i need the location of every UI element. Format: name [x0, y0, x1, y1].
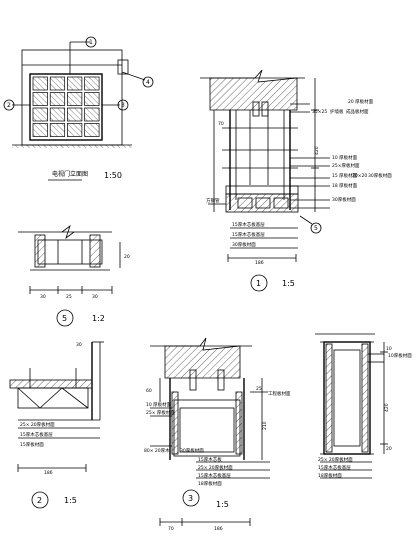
d4-note-0: 10厚板材面 — [388, 352, 412, 359]
door-panel-cell — [67, 107, 83, 122]
d2-number: 2 — [37, 496, 42, 505]
d1-scale: 1:5 — [282, 279, 295, 288]
door-panel-cell — [49, 76, 66, 91]
d5-number: 5 — [62, 314, 67, 323]
elevation-view: 1 4 2 3 电视门立面图 1:50 — [3, 36, 154, 181]
d2-scale: 1:5 — [64, 496, 77, 505]
door-panel-cell — [84, 76, 100, 91]
door-panel-cell — [49, 92, 66, 106]
d1-number: 1 — [256, 279, 261, 288]
door-panel-cell — [84, 92, 100, 106]
d1-note-5: 25×厚板材面 — [332, 162, 360, 169]
d4-dim-10: 10 — [386, 346, 392, 352]
d4-dim-420: 420 — [384, 403, 390, 412]
d1-title-circle — [250, 274, 268, 292]
d1-callout-5 — [310, 222, 322, 234]
d5-title-circle — [56, 309, 74, 327]
d5-dim-20: 20 — [124, 254, 130, 260]
detail-4-section: 10 420 20 10厚板材面 25× 20厚板材面 15厚木芯板基层 18厚… — [315, 333, 412, 479]
d1-note-0: 20 厚板材面 — [348, 98, 374, 105]
d3-note-r3: 15厚木芯板基层 — [198, 472, 231, 479]
callout-2-label: 2 — [7, 102, 11, 109]
callout-3-label: 3 — [121, 102, 125, 109]
d1-note-9: 18 厚板材面 — [332, 182, 358, 189]
d3-dim-70: 70 — [168, 526, 174, 532]
d4-note-3: 18厚板材面 — [318, 472, 342, 479]
callout-4-label: 4 — [146, 79, 150, 86]
d3-number: 3 — [188, 494, 193, 503]
door-panel-cell — [67, 92, 83, 106]
d3-note-l3: 30厚板材面 — [180, 447, 204, 454]
door-panel-cell — [32, 123, 48, 137]
d3-note-r0: 工程板材面 — [268, 390, 291, 397]
d3-scale: 1:5 — [216, 500, 229, 509]
door-panel-cell — [67, 76, 83, 91]
d4-note-2: 15厚木芯板基层 — [318, 464, 351, 471]
d1-note-8: 30厚板材面 — [368, 172, 392, 179]
d2-note-2: 15厚板材面 — [20, 441, 44, 448]
d1-left-notes: 方钢管 15厚木芯板基层 15厚木芯板基层 30厚板材面 — [206, 197, 298, 249]
door-panel-cell — [84, 123, 100, 137]
callout-2-circle — [3, 99, 15, 111]
d2-title-circle — [31, 491, 49, 509]
d3-note-l2: 80× 20厚木 — [144, 447, 170, 454]
d1-note-3: 成品板材面 — [346, 108, 369, 115]
door-panel-cell — [32, 92, 48, 106]
d1-dim-70: 70 — [218, 121, 224, 127]
d5-dim-30b: 30 — [92, 294, 98, 300]
door-panel-cell — [32, 107, 48, 122]
meter-box — [117, 59, 129, 75]
d1-dim-420: 420 — [314, 146, 320, 155]
d3-title-circle — [182, 489, 200, 507]
callout-1-circle — [85, 36, 97, 48]
callout-4-circle — [142, 76, 154, 88]
detail-1-section: 70 420 20 厚板材面 35×25 护墙板 成品板材面 10 厚板材面 2… — [200, 69, 392, 292]
d2-note-0: 25× 20厚板材面 — [20, 421, 55, 428]
door-panel-cell — [32, 76, 48, 91]
d4-note-1: 25× 20厚板材面 — [318, 456, 353, 463]
detail-5-section: 20 30 25 30 5 1:2 — [18, 224, 130, 327]
d1-left-note-1: 15厚木芯板基层 — [232, 221, 265, 228]
d3-dim-210: 210 — [262, 421, 268, 430]
d1-right-notes: 20 厚板材面 35×25 护墙板 成品板材面 10 厚板材面 25×厚板材面 … — [290, 98, 392, 209]
door-panel-grid — [29, 73, 103, 141]
d1-note-6: 15 厚板材面 — [332, 172, 358, 179]
door-panel-cell — [67, 123, 83, 137]
elevation-scale: 1:50 — [104, 171, 122, 180]
d2-dim-186: 186 — [44, 470, 53, 476]
d1-dim-186: 186 — [255, 260, 264, 266]
d3-dim-186: 186 — [214, 526, 223, 532]
callout-1-label: 1 — [89, 39, 93, 46]
d1-note-1: 35×25 — [312, 109, 327, 115]
d1-callout-5-label: 5 — [314, 225, 318, 232]
d1-left-note-0: 方钢管 — [206, 197, 220, 204]
d5-dim-30a: 30 — [40, 294, 46, 300]
d1-note-4: 10 厚板材面 — [332, 154, 358, 161]
d1-note-2: 护墙板 — [330, 108, 344, 115]
d3-note-r1: 15厚木芯板 — [198, 456, 222, 463]
d3-dim-25: 25 — [256, 386, 262, 392]
d1-note-10: 30厚板材面 — [332, 196, 356, 203]
d2-note-1: 15厚木芯板基层 — [20, 431, 53, 438]
detail-2-section: 30 25× 20厚板材面 15厚木芯板基层 15厚板材面 186 2 1:5 — [9, 341, 104, 509]
d3-note-r2: 25× 20厚板材面 — [198, 464, 233, 471]
door-panel-cell — [84, 107, 100, 122]
door-panel-cell — [49, 123, 66, 137]
d3-note-l0: 10 厚板材面 — [146, 401, 172, 408]
elevation-title: 电视门立面图 — [52, 170, 88, 178]
d3-dim-60: 60 — [146, 388, 152, 394]
d1-note-7: 20×20 — [352, 173, 367, 179]
d3-note-r4: 18厚板材面 — [198, 480, 222, 487]
detail-3-section: 60 25 工程板材面 210 10 厚板材面 25× 厚板材面 80× 20厚… — [144, 337, 291, 532]
d2-dim-30: 30 — [76, 342, 82, 348]
d5-scale: 1:2 — [92, 314, 105, 323]
d1-left-note-3: 30厚板材面 — [232, 241, 256, 248]
d4-dim-20: 20 — [386, 446, 392, 452]
d5-dim-25: 25 — [66, 294, 72, 300]
d1-left-note-2: 15厚木芯板基层 — [232, 231, 265, 238]
callout-3-circle — [117, 99, 129, 111]
door-panel-cell — [49, 107, 66, 122]
d3-note-l1: 25× 厚板材面 — [146, 409, 175, 416]
